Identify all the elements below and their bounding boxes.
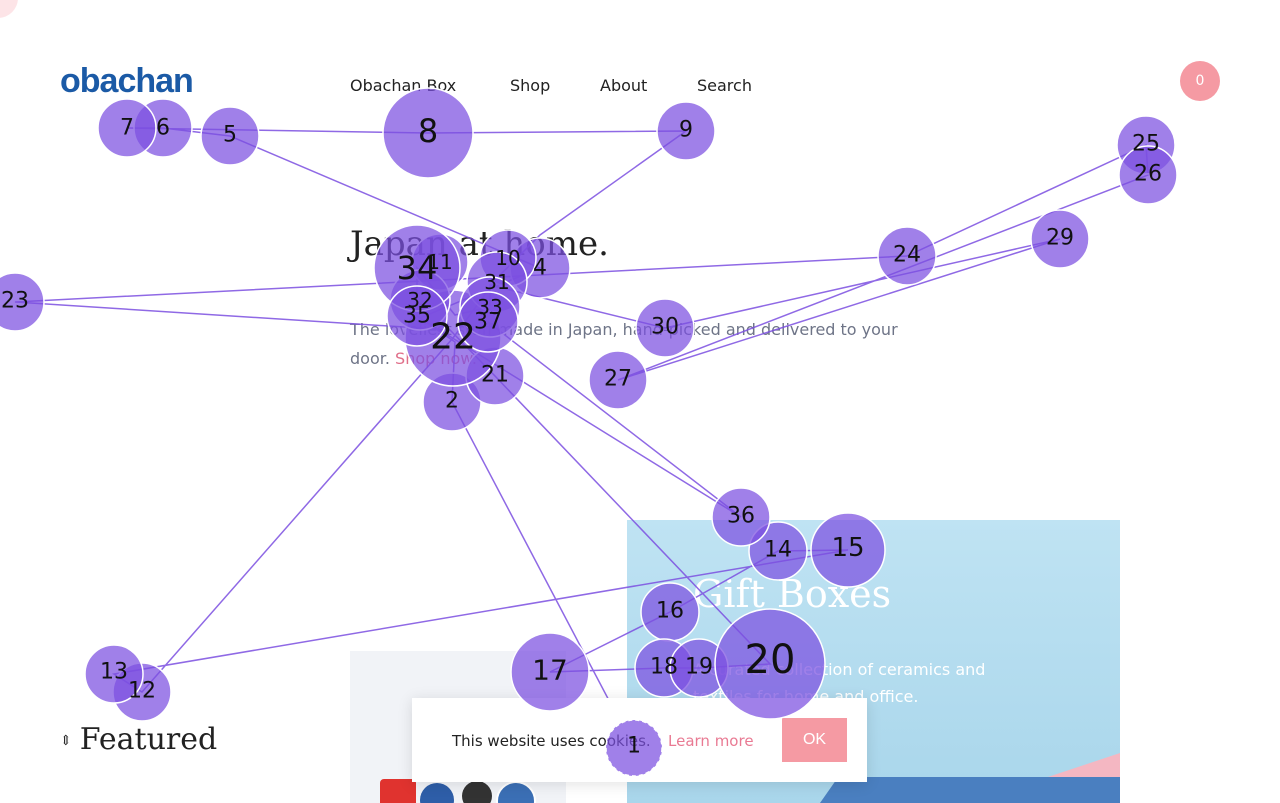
fixation-23	[0, 272, 45, 332]
gift-boxes-title: Gift Boxes	[693, 572, 892, 616]
fixation-12	[112, 662, 172, 722]
fixation-6	[133, 98, 193, 158]
fixation-8	[382, 87, 474, 179]
fixation-13	[84, 644, 144, 704]
fixation-label: 25	[1132, 132, 1160, 157]
fixation-24	[877, 226, 937, 286]
cart-count: 0	[1195, 73, 1205, 89]
product-image	[496, 781, 536, 803]
fixation-26	[1118, 145, 1178, 205]
product-image	[420, 783, 454, 803]
sort-icon: ⇕	[60, 733, 72, 749]
nav-item-search[interactable]: Search	[697, 76, 752, 95]
hero-subtitle: The loveliest stuff made in Japan, hand-…	[350, 315, 930, 373]
fixation-7	[97, 98, 157, 158]
hero-title: Japan at home.	[350, 224, 609, 264]
fixation-2	[422, 372, 482, 432]
nav-item-shop[interactable]: Shop	[510, 76, 551, 95]
fixation-label: 31	[484, 270, 509, 294]
fixation-label: 32	[407, 288, 432, 312]
fixation-label: 7	[120, 116, 134, 141]
fixation-label: 6	[156, 116, 170, 141]
fixation-29	[1030, 209, 1090, 269]
nav-item-about[interactable]: About	[600, 76, 648, 95]
learn-more-link[interactable]: Learn more	[668, 732, 754, 750]
cookie-ok-button[interactable]: OK	[782, 718, 847, 762]
nav-item-obachan-box[interactable]: Obachan Box	[350, 76, 457, 95]
fixation-5	[200, 106, 260, 166]
cookie-banner: This website uses cookies. Learn more OK	[412, 698, 867, 782]
fixation-9	[656, 101, 716, 161]
fixation-label: 29	[1046, 226, 1074, 251]
fixation-label: 13	[100, 660, 128, 685]
corner-decoration	[0, 0, 18, 18]
featured-label: Featured	[79, 722, 218, 757]
product-image	[462, 781, 492, 803]
shop-now-link[interactable]: Shop now.	[395, 349, 477, 368]
fixation-label: 5	[223, 123, 237, 148]
product-image	[380, 779, 416, 803]
featured-heading[interactable]: ⇕ Featured	[60, 722, 217, 757]
fixation-label: 2	[445, 389, 459, 414]
fixation-label: 23	[1, 289, 29, 314]
fixation-label: 26	[1134, 162, 1162, 187]
cookie-message: This website uses cookies.	[452, 732, 651, 750]
fixation-label: 8	[418, 112, 438, 150]
fixation-label: 12	[128, 679, 156, 704]
fixation-25	[1116, 115, 1176, 175]
fixation-label: 9	[679, 118, 693, 143]
cart-button[interactable]: 0	[1180, 61, 1220, 101]
site-logo[interactable]: obachan	[60, 62, 194, 100]
fixation-label: 24	[893, 243, 921, 268]
